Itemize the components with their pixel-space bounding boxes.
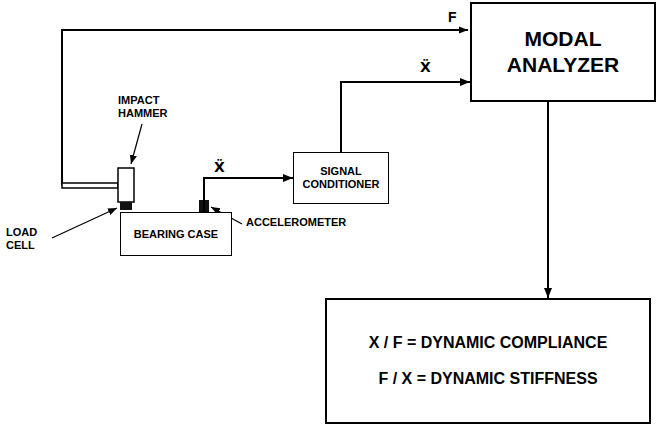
result-box: X / F = DYNAMIC COMPLIANCE F / X = DYNAMI…: [325, 298, 651, 424]
part-label: LOAD CELL: [6, 226, 37, 252]
box-text: MODAL ANALYZER: [480, 26, 646, 78]
box-text: BEARING CASE: [134, 228, 218, 241]
signal-arrow: [204, 178, 293, 212]
box-text: X / F = DYNAMIC COMPLIANCE: [369, 333, 608, 353]
signal-name: Ẍ: [212, 158, 227, 176]
force-signal-line: [62, 30, 468, 185]
process-box: BEARING CASE: [120, 212, 232, 256]
signal-arrow: [341, 82, 470, 152]
box-text: F / X = DYNAMIC STIFFNESS: [378, 369, 597, 389]
signal-name: Ẍ: [418, 58, 433, 76]
load-cell: [120, 202, 132, 210]
signal-arrow: [547, 102, 549, 298]
part-label: IMPACT HAMMER: [118, 94, 168, 120]
signal-name: F: [448, 9, 457, 26]
leader-line: [52, 208, 117, 238]
hammer-handle: [62, 183, 118, 188]
box-text: SIGNAL CONDITIONER: [303, 165, 380, 191]
leader-line: [131, 124, 142, 164]
hammer-head: [118, 168, 134, 202]
process-box: SIGNAL CONDITIONER: [293, 152, 389, 204]
part-label: ACCELEROMETER: [246, 216, 346, 229]
analyzer-box: MODAL ANALYZER: [470, 2, 656, 102]
